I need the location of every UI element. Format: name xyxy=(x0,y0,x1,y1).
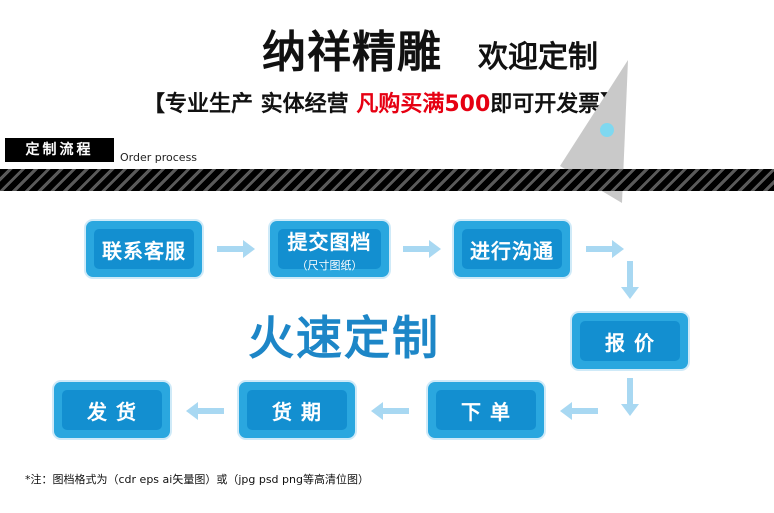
file-format-note: *注：图档格式为（cdr eps ai矢量图）或（jpg psd png等高清位… xyxy=(25,473,369,486)
tagline: 【专业生产 实体经营 凡购买满500即可开发票】 xyxy=(143,86,622,118)
slogan: 火速定制 xyxy=(248,311,440,365)
step-contact-service: 联系客服 xyxy=(86,221,202,277)
step-ship: 发 货 xyxy=(54,382,170,438)
step-contact-service-label: 联系客服 xyxy=(102,238,186,263)
step-submit-drawings-label: 提交图档 xyxy=(287,229,372,254)
step-quote: 报 价 xyxy=(572,313,688,369)
step-place-order-label: 下 单 xyxy=(461,399,511,424)
arrow-left-icon xyxy=(186,402,224,420)
welcome-text: 欢迎定制 xyxy=(478,40,598,75)
step-communicate-label: 进行沟通 xyxy=(470,238,554,263)
process-label-en: Order process xyxy=(120,151,198,164)
step-quote-label: 报 价 xyxy=(605,330,655,355)
brand-title: 纳祥精雕 xyxy=(262,27,442,78)
arrow-right-icon xyxy=(586,240,624,258)
arrow-left-icon xyxy=(371,402,409,420)
arrow-down-icon xyxy=(621,261,639,299)
step-place-order: 下 单 xyxy=(428,382,544,438)
step-ship-label: 发 货 xyxy=(87,399,137,424)
step-submit-drawings: 提交图档 （尺寸图纸） xyxy=(270,221,389,277)
arrow-right-icon xyxy=(217,240,255,258)
step-delivery-time-label: 货 期 xyxy=(272,399,322,424)
process-label: 定制流程 xyxy=(5,138,114,162)
tagline-prefix: 【专业生产 实体经营 xyxy=(143,92,357,117)
tagline-highlight: 凡购买满500 xyxy=(356,92,491,117)
stripe-divider xyxy=(0,169,774,191)
arrow-right-icon xyxy=(403,240,441,258)
decor-triangle-icon xyxy=(560,60,628,203)
step-delivery-time: 货 期 xyxy=(239,382,355,438)
step-communicate: 进行沟通 xyxy=(454,221,570,277)
step-submit-drawings-sub: （尺寸图纸） xyxy=(296,258,363,272)
arrow-down-icon xyxy=(621,378,639,416)
arrow-left-icon xyxy=(560,402,598,420)
